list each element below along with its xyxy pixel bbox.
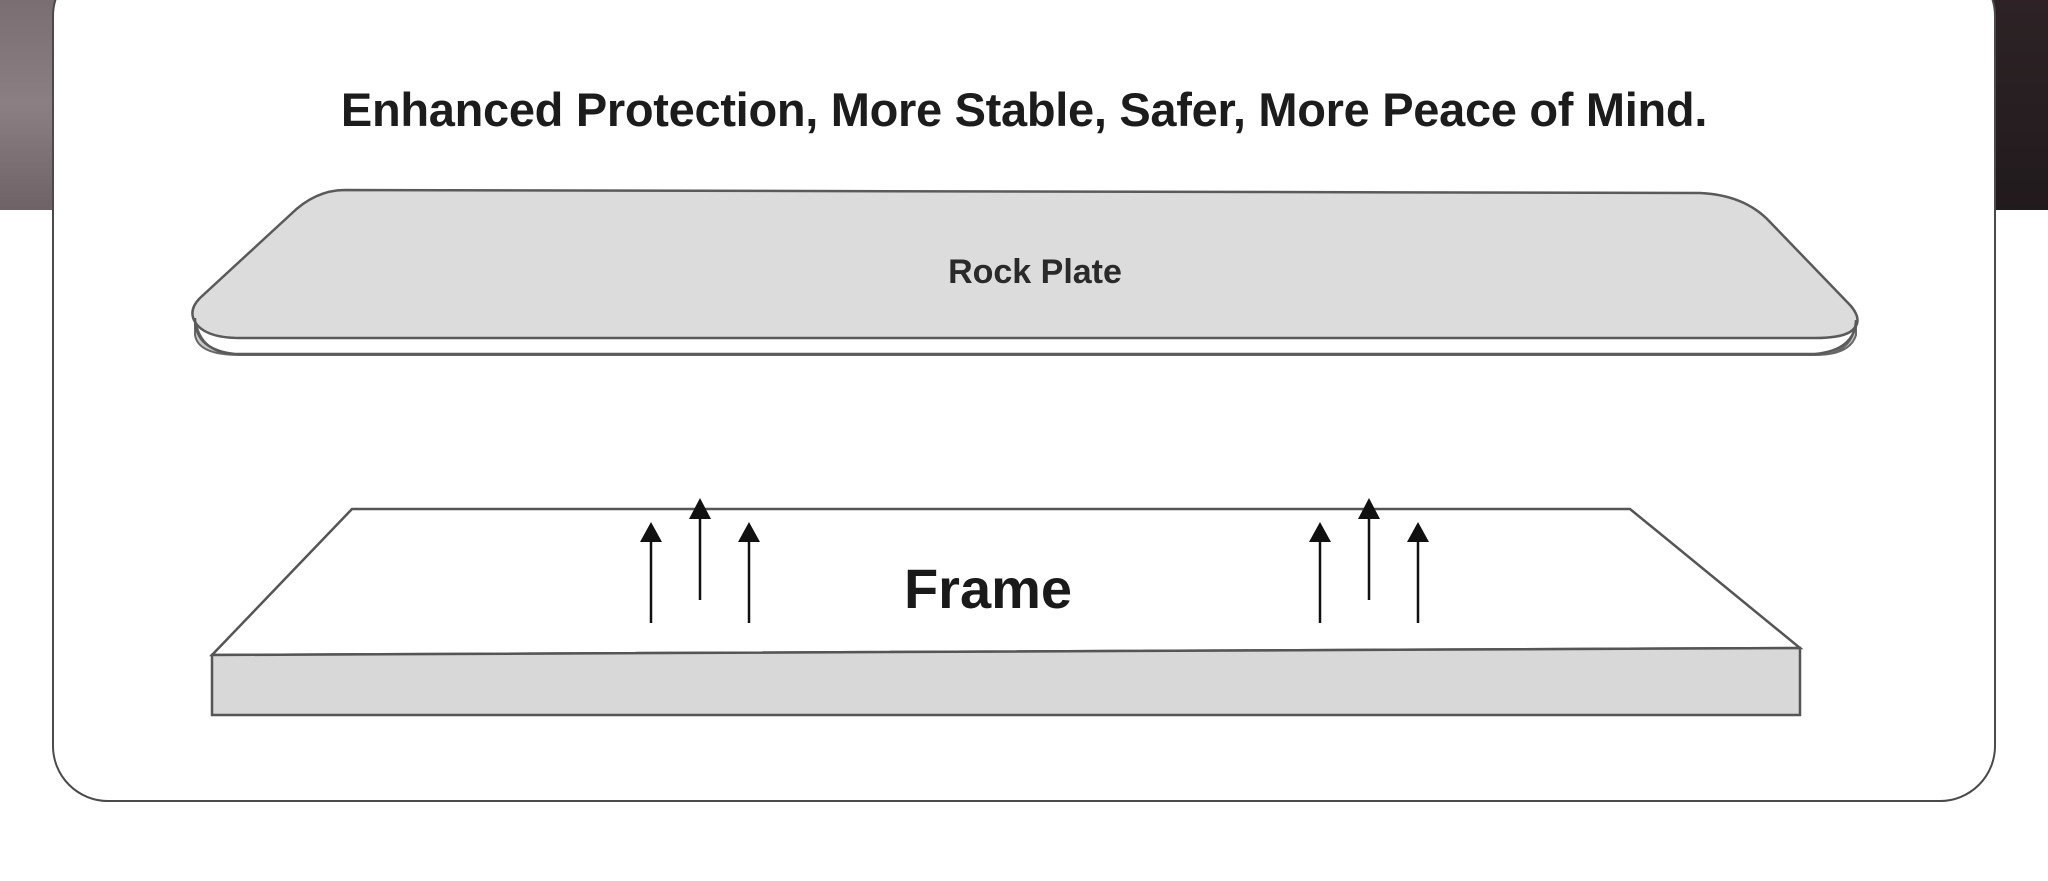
arrow-up-icon bbox=[1407, 522, 1429, 623]
headline: Enhanced Protection, More Stable, Safer,… bbox=[340, 83, 1708, 136]
frame-label: Frame bbox=[904, 557, 1072, 620]
arrow-up-icon bbox=[738, 522, 760, 623]
arrow-up-icon bbox=[689, 498, 711, 600]
frame-front-side bbox=[210, 646, 1802, 717]
rock-plate-body bbox=[191, 188, 1859, 340]
rock-plate: Rock Plate bbox=[191, 188, 1859, 356]
arrow-group-left bbox=[640, 498, 760, 623]
arrow-up-icon bbox=[1309, 522, 1331, 623]
arrow-group-right bbox=[1309, 498, 1429, 623]
arrow-up-icon bbox=[1358, 498, 1380, 600]
arrow-up-icon bbox=[640, 522, 662, 623]
frame: Frame bbox=[209, 507, 1804, 717]
rock-plate-thickness bbox=[193, 317, 1858, 356]
rock-plate-label: Rock Plate bbox=[948, 253, 1122, 291]
